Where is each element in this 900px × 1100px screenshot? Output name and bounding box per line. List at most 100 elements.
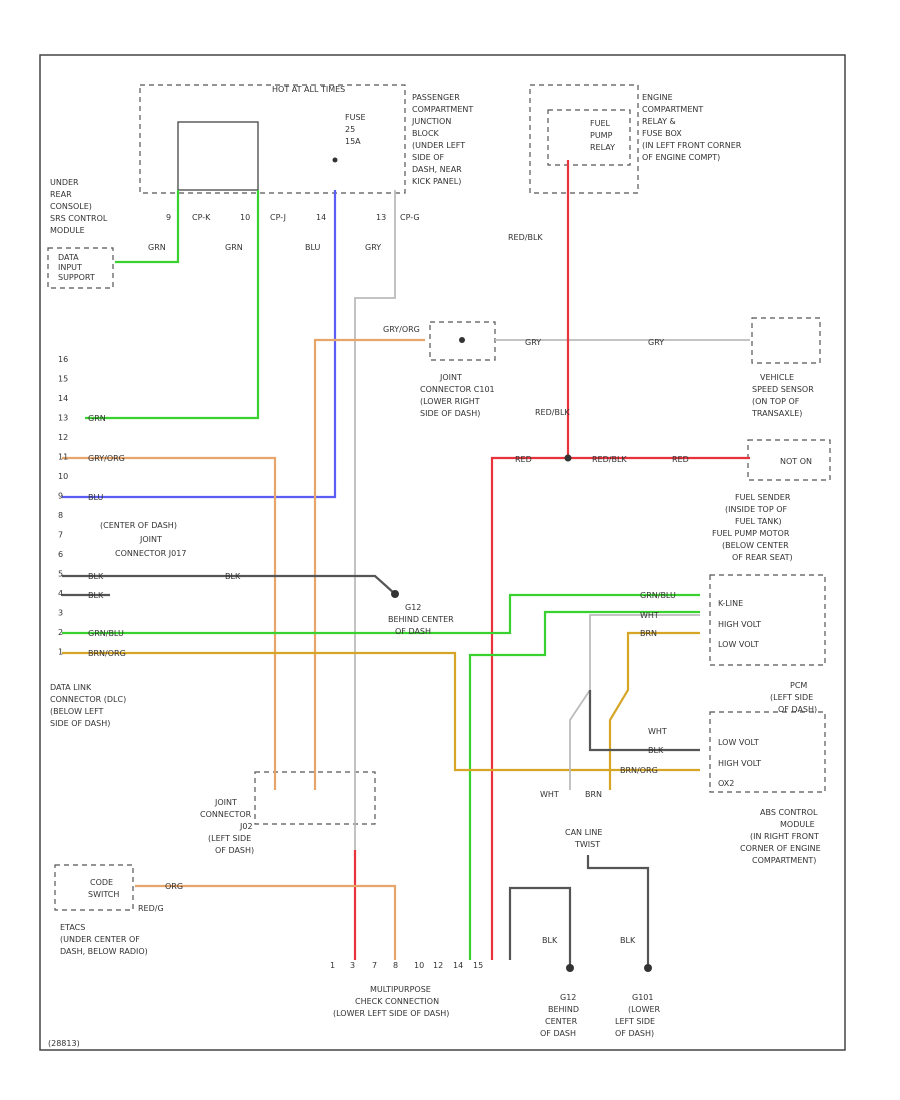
pcm-pin-lowvolt: LOW VOLT bbox=[718, 738, 759, 747]
not-on-label: NOT ON bbox=[780, 457, 812, 466]
black-wire-ground-2 bbox=[586, 855, 650, 968]
dlc-pin-1: 1 bbox=[58, 648, 63, 657]
pcm-pin-highvolt: HIGH VOLT bbox=[718, 759, 761, 768]
fuse-label: FUSE 25 15A bbox=[345, 113, 368, 146]
green-wire-2 bbox=[85, 190, 260, 420]
pcm-pin-ox2: OX2 bbox=[718, 779, 734, 788]
abs-module-label: ABS CONTROL MODULE (IN RIGHT FRONT CORNE… bbox=[740, 808, 823, 865]
hot-at-all-times-label: HOT AT ALL TIMES bbox=[272, 85, 345, 94]
dlc-pin-11: 11 bbox=[58, 453, 68, 462]
dlc-pin-5: 5 bbox=[58, 570, 63, 579]
pcm-label: PCM (LEFT SIDE OF DASH) bbox=[770, 681, 817, 714]
black-wire-pcm bbox=[588, 690, 700, 752]
joint-c101-label: JOINT CONNECTOR C101 (LOWER RIGHT SIDE O… bbox=[420, 373, 497, 418]
wire-label-gry-org: GRY/ORG bbox=[383, 325, 420, 334]
dlc-pin-4: 4 bbox=[58, 589, 63, 598]
cp-pin-cpg: CP-G bbox=[400, 213, 420, 222]
wire-label-blk-g12: BLK bbox=[542, 936, 558, 945]
wire-label-blk-g101: BLK bbox=[620, 936, 636, 945]
fuel-sender-pin-lowvolt: LOW VOLT bbox=[718, 640, 759, 649]
green-wire-multipurpose bbox=[468, 610, 700, 960]
yellow-wire-fuel-low bbox=[608, 631, 700, 790]
ground-g12-bottom bbox=[566, 964, 574, 972]
dlc-pin-2: 2 bbox=[58, 628, 63, 637]
passenger-junction-box bbox=[139, 84, 406, 194]
dlc-pin-6: 6 bbox=[58, 550, 63, 559]
wire-label-brn-org-dlc: BRN/ORG bbox=[88, 649, 126, 658]
cp-pin-13: 13 bbox=[376, 213, 386, 222]
fuel-sender-label: FUEL SENDER (INSIDE TOP OF FUEL TANK) FU… bbox=[712, 493, 793, 562]
multipurpose-pin-15: 15 bbox=[473, 961, 483, 970]
wire-label-gry-vss: GRY bbox=[648, 338, 664, 347]
dlc-pin-14: 14 bbox=[58, 394, 68, 403]
wire-label-blk-2: BLK bbox=[225, 572, 241, 581]
splice-dot-relay bbox=[332, 157, 338, 163]
wire-label-red-blk-3: RED/BLK bbox=[592, 455, 627, 464]
dlc-pin-10: 10 bbox=[58, 472, 68, 481]
green-wire-1 bbox=[115, 190, 180, 264]
multipurpose-pin-14: 14 bbox=[453, 961, 463, 970]
vehicle-speed-sensor-box bbox=[751, 317, 821, 364]
wire-label-brn-org-pcm: BRN/ORG bbox=[620, 766, 658, 775]
dlc-pin-13: 13 bbox=[58, 414, 68, 423]
multipurpose-pin-10: 10 bbox=[414, 961, 424, 970]
red-wire-left bbox=[490, 456, 750, 960]
cp-pin-14: 14 bbox=[316, 213, 326, 222]
g101-bottom-label: G101 (LOWER LEFT SIDE OF DASH) bbox=[615, 993, 663, 1038]
pcm-box bbox=[709, 711, 826, 793]
wire-label-brn-fs: BRN bbox=[640, 629, 657, 638]
fuel-sender-pin-kline: K-LINE bbox=[718, 599, 743, 608]
wire-label-blu-dlc: BLU bbox=[88, 493, 104, 502]
cp-pin-9: 9 bbox=[166, 213, 171, 222]
wire-label-red-blk-2: RED/BLK bbox=[535, 408, 570, 417]
wire-label-wht-abs: WHT bbox=[540, 790, 559, 799]
cp-pin-cpk: CP-K bbox=[192, 213, 211, 222]
wire-label-grn-blu-dlc: GRN/BLU bbox=[88, 629, 124, 638]
wire-label-wht-pcm: WHT bbox=[648, 727, 667, 736]
dlc-pin-12: 12 bbox=[58, 433, 68, 442]
ground-g101 bbox=[644, 964, 652, 972]
joint-lower-label: JOINT CONNECTOR J02 (LEFT SIDE OF DASH) bbox=[200, 798, 255, 855]
black-wire-ground-1 bbox=[508, 886, 572, 968]
wire-label-gry-org-dlc: GRY/ORG bbox=[88, 454, 125, 463]
wire-label-red-2: RED bbox=[672, 455, 689, 464]
wire-label-gry-c101: GRY bbox=[525, 338, 541, 347]
wire-label-red-g: RED/G bbox=[138, 904, 164, 913]
orange-wire-dlc bbox=[62, 456, 277, 790]
diagram-frame bbox=[39, 54, 846, 1051]
data-input-support-box bbox=[47, 247, 114, 289]
wire-label-red-1: RED bbox=[515, 455, 532, 464]
green-blu-wire bbox=[62, 593, 700, 635]
cp-pin-10: 10 bbox=[240, 213, 250, 222]
data-input-support-label: DATA INPUT SUPPORT bbox=[58, 253, 95, 282]
wire-label-org: ORG bbox=[165, 882, 183, 891]
wire-label-grn-blu-fs: GRN/BLU bbox=[640, 591, 676, 600]
splice-dot-c101 bbox=[459, 337, 465, 343]
multipurpose-pin-1: 1 bbox=[330, 961, 335, 970]
blue-wire bbox=[62, 190, 337, 499]
passenger-junction-label: PASSENGER COMPARTMENT JUNCTION BLOCK (UN… bbox=[411, 93, 476, 186]
code-switch-box bbox=[54, 864, 134, 911]
multipurpose-pin-12: 12 bbox=[433, 961, 443, 970]
g12-center-label: G12 BEHIND CENTER OF DASH bbox=[388, 603, 456, 636]
gray-wire-vertical bbox=[354, 190, 396, 850]
engine-compartment-box bbox=[529, 84, 639, 194]
can-line-label: CAN LINE TWIST bbox=[565, 828, 605, 849]
fuel-pump-relay-box bbox=[547, 109, 631, 166]
multipurpose-pin-8: 8 bbox=[393, 961, 398, 970]
wire-label-blu: BLU bbox=[305, 243, 321, 252]
vehicle-speed-sensor-label: VEHICLE SPEED SENSOR (ON TOP OF TRANSAXL… bbox=[751, 373, 816, 418]
footer-code: (28813) bbox=[48, 1039, 80, 1048]
wire-label-grn-2: GRN bbox=[225, 243, 243, 252]
etacs-label: ETACS (UNDER CENTER OF DASH, BELOW RADIO… bbox=[60, 923, 148, 956]
orange-wire-code bbox=[135, 884, 397, 960]
orange-wire-gry-org bbox=[313, 338, 425, 790]
wire-label-blk-3: BLK bbox=[88, 591, 104, 600]
inner-relay-box bbox=[177, 121, 259, 191]
code-switch-label: CODE SWITCH bbox=[88, 878, 119, 899]
dlc-pin-15: 15 bbox=[58, 375, 68, 384]
wire-label-grn-1: GRN bbox=[148, 243, 166, 252]
